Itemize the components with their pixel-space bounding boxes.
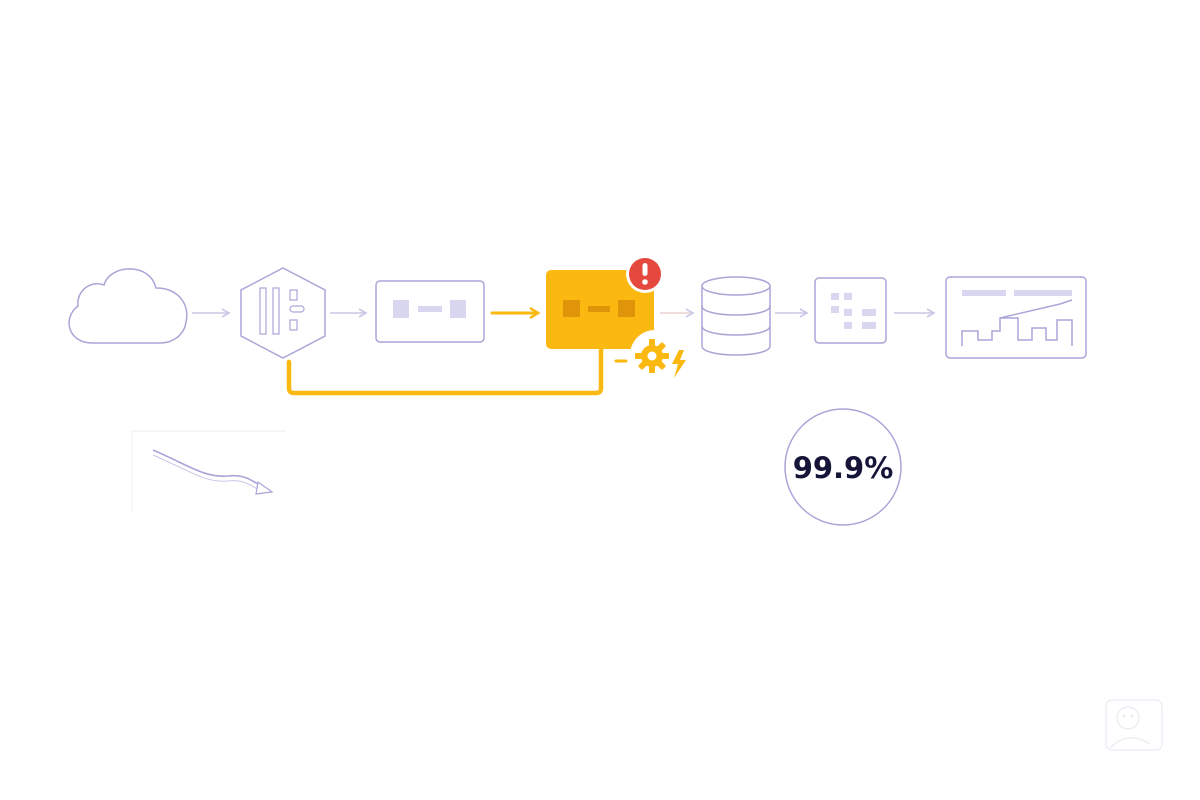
processing-box-icon <box>546 270 654 349</box>
uptime-stat-value: 99.9% <box>793 451 894 485</box>
cloud-source-icon <box>68 268 188 344</box>
queue-box-icon <box>375 280 485 343</box>
uptime-stat: 99.9% <box>784 408 902 526</box>
hexagon-ingest-icon <box>240 267 326 359</box>
gear-bolt-icon <box>614 330 686 380</box>
mascot-watermark-icon <box>1105 699 1163 751</box>
grid-table-icon <box>814 277 887 344</box>
feedback-loop-path <box>286 347 604 396</box>
dashboard-chart-icon <box>945 276 1087 359</box>
database-icon <box>701 276 771 356</box>
exclamation-icon <box>626 255 664 293</box>
trend-down-arrow-icon <box>131 430 286 512</box>
